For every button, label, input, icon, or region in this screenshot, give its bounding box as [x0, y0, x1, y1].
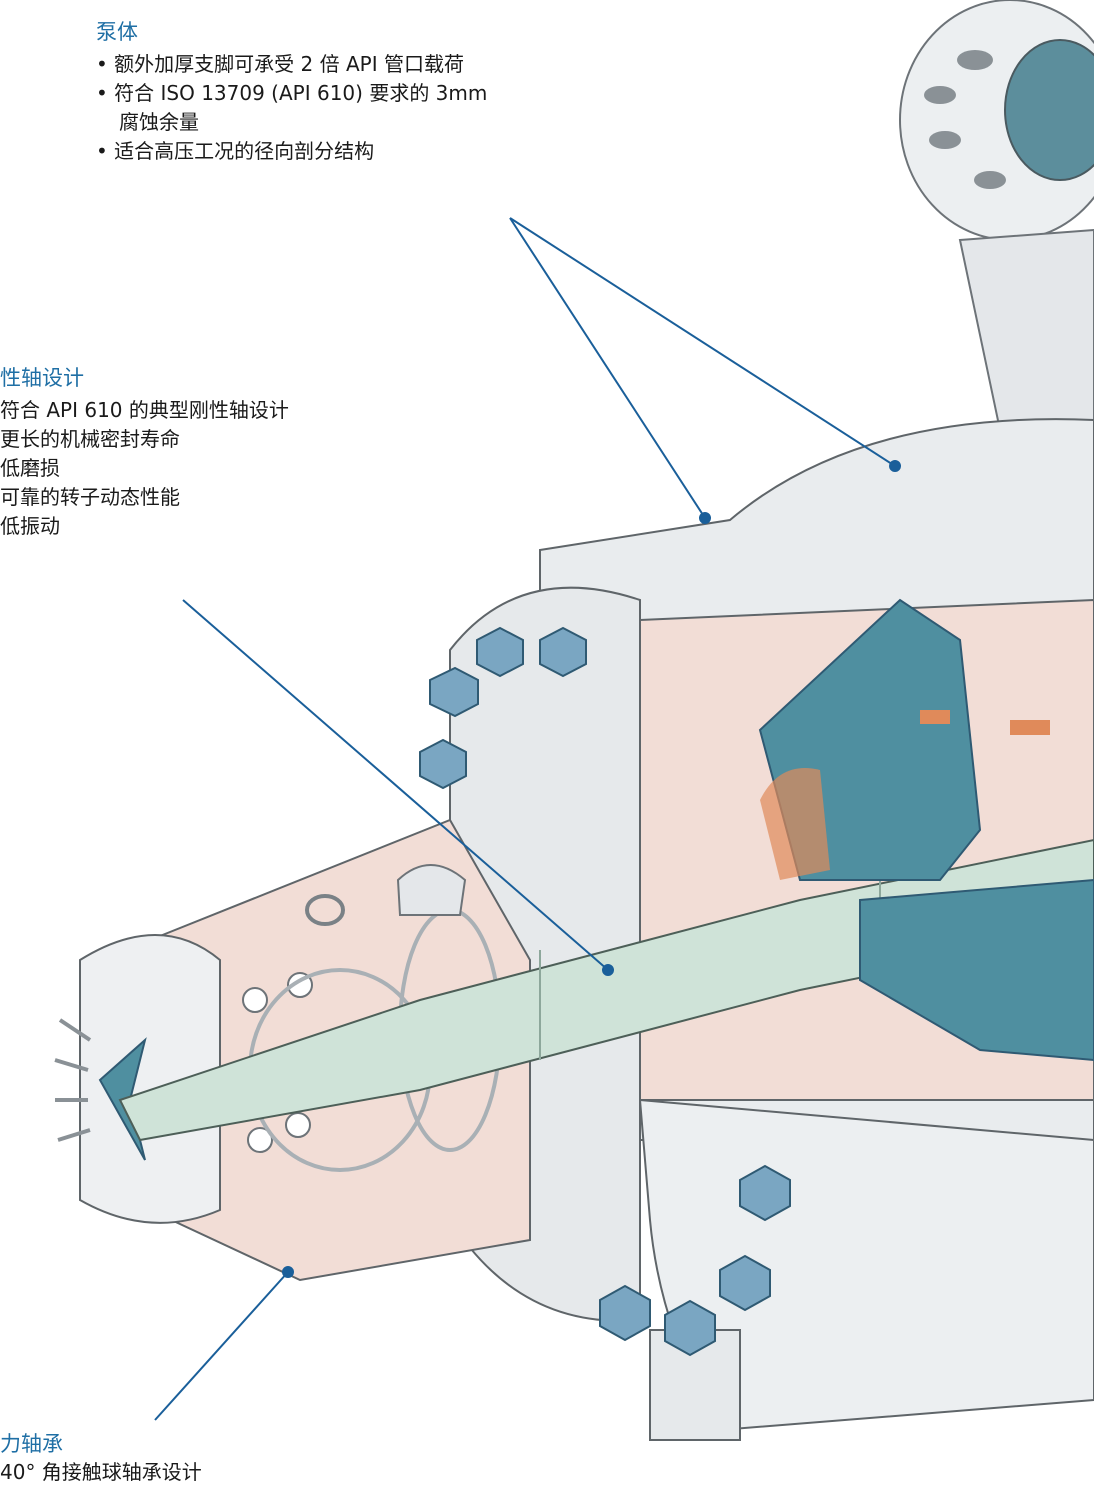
leader-shaft	[182, 599, 609, 971]
leader-dot-shaft	[602, 964, 614, 976]
shaft-design-title: 性轴设计	[0, 366, 84, 390]
pump-casing-bullet-4: • 适合高压工况的径向剖分结构	[96, 139, 375, 163]
leader-dot-casing-b	[889, 460, 901, 472]
leader-lines	[154, 217, 901, 1421]
pump-casing-bullet-3: 腐蚀余量	[119, 110, 199, 134]
shaft-design-bullet-1: 符合 API 610 的典型刚性轴设计	[0, 398, 289, 422]
shaft-design-bullet-2: 更长的机械密封寿命	[0, 427, 180, 451]
callout-thrust-bearing: 力轴承 40° 角接触球轴承设计	[0, 1430, 202, 1487]
thrust-bearing-bullets: 40° 角接触球轴承设计	[0, 1458, 202, 1487]
shaft-design-bullets: 符合 API 610 的典型刚性轴设计 更长的机械密封寿命 低磨损 可靠的转子动…	[0, 396, 289, 541]
leader-dot-bearing	[282, 1266, 294, 1278]
thrust-bearing-title: 力轴承	[0, 1432, 63, 1456]
leader-dot-casing-a	[699, 512, 711, 524]
pump-casing-bullet-1: • 额外加厚支脚可承受 2 倍 API 管口载荷	[96, 52, 464, 76]
callout-pump-casing: 泵体 • 额外加厚支脚可承受 2 倍 API 管口载荷 • 符合 ISO 137…	[96, 18, 487, 166]
shaft-design-bullet-4: 可靠的转子动态性能	[0, 485, 180, 509]
pump-casing-bullet-2: • 符合 ISO 13709 (API 610) 要求的 3mm	[96, 81, 488, 105]
thrust-bearing-bullet-1: 40° 角接触球轴承设计	[0, 1460, 202, 1484]
shaft-design-bullet-3: 低磨损	[0, 456, 60, 480]
leader-casing-a	[509, 217, 706, 519]
leader-bearing	[154, 1271, 289, 1421]
callout-shaft-design: 性轴设计 符合 API 610 的典型刚性轴设计 更长的机械密封寿命 低磨损 可…	[0, 364, 289, 541]
shaft-design-bullet-5: 低振动	[0, 514, 60, 538]
pump-casing-title: 泵体	[96, 20, 138, 44]
discharge-flange	[899, 0, 1094, 431]
leader-casing-b	[509, 217, 896, 467]
impeller	[758, 598, 1094, 1062]
pump-casing-bullets: • 额外加厚支脚可承受 2 倍 API 管口载荷 • 符合 ISO 13709 …	[96, 50, 487, 166]
